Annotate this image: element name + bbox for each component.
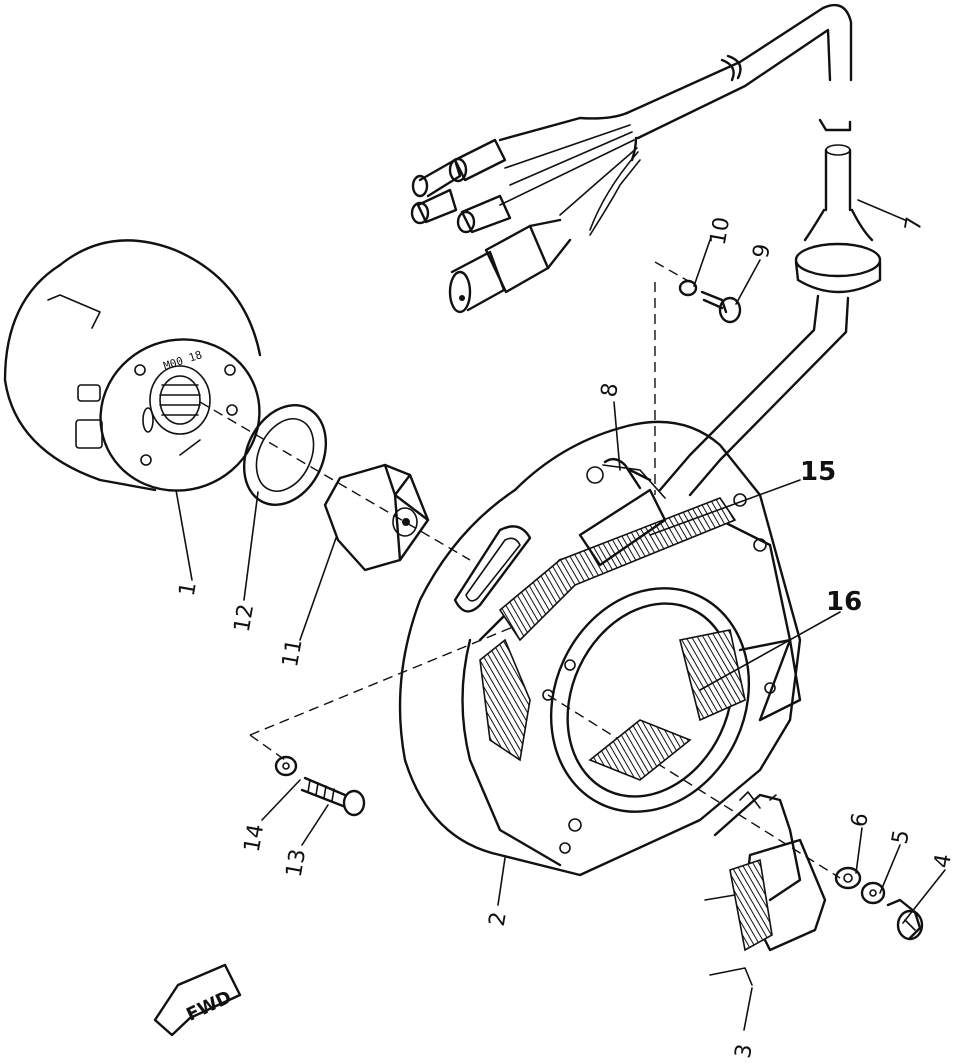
part-label-12: 12 [230, 602, 259, 634]
part-label-9: 9 [749, 242, 776, 260]
part-label-11: 11 [278, 637, 307, 669]
washer [242, 404, 328, 506]
part-label-7: 7 [901, 215, 928, 233]
charge-coil [588, 629, 802, 781]
bolt-8 [603, 457, 652, 490]
forward-direction-arrow: FWD [153, 963, 242, 1037]
stator-base-plate [398, 420, 802, 877]
pulser-coil [704, 791, 827, 986]
part-label-4: 4 [930, 852, 955, 870]
plain-washer-6 [834, 866, 862, 890]
axis-line-screw-9 [654, 261, 691, 283]
washer-14 [274, 755, 298, 777]
screw-9 [700, 290, 742, 324]
screw-4 [886, 898, 924, 941]
flywheel-rotor: M00 18 [3, 239, 262, 492]
part-label-2: 2 [485, 910, 512, 928]
part-label-14: 14 [240, 822, 269, 854]
rotor-stamp-text: M00 18 [162, 348, 204, 373]
axis-line-screw-4 [547, 694, 841, 879]
screw-13 [300, 776, 366, 817]
leader-lines [175, 199, 946, 1031]
part-label-8: 8 [597, 381, 624, 399]
axis-line-rotor [199, 401, 471, 561]
lock-washer-5 [860, 881, 886, 905]
wire-harness [410, 3, 882, 497]
fwd-label: FWD [183, 987, 235, 1026]
part-label-6: 6 [847, 811, 874, 829]
part-label-10: 10 [706, 215, 735, 247]
washer-10 [678, 279, 698, 297]
nut [323, 463, 430, 572]
part-labels: 1 2 3 4 5 6 7 8 9 10 11 12 13 14 15 16 [175, 215, 955, 1060]
lighting-coil [479, 464, 737, 762]
part-label-1: 1 [175, 580, 202, 598]
axis-line-screw-13 [249, 619, 531, 761]
part-label-5: 5 [888, 828, 915, 846]
part-label-3: 3 [731, 1042, 758, 1060]
part-label-15: 15 [800, 457, 836, 487]
part-label-13: 13 [282, 847, 311, 879]
part-label-16: 16 [826, 587, 862, 617]
